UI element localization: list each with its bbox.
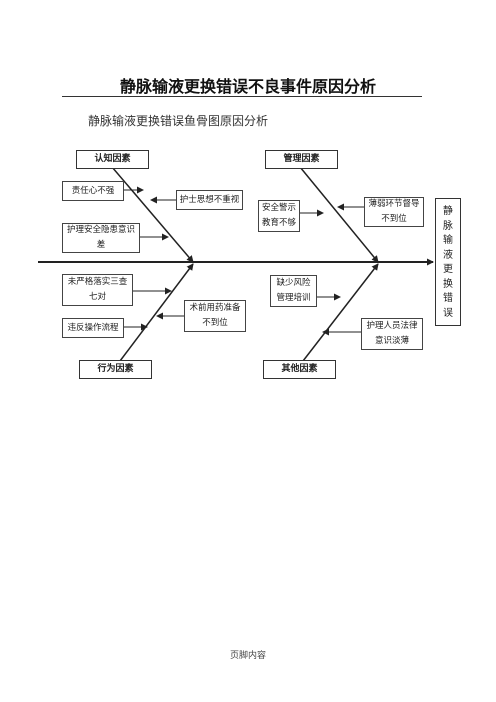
diagram-subtitle: 静脉输液更换错误鱼骨图原因分析 [88, 114, 269, 128]
category-management: 管理因素 [265, 150, 338, 169]
cause-box-b3: 违反操作流程 [62, 318, 124, 338]
result-box: 静脉输液更换错误 [435, 198, 461, 326]
cause-box-o2: 护理人员法律意识淡薄 [361, 318, 423, 350]
bone-management [299, 166, 379, 263]
cause-box-c1: 责任心不强 [62, 181, 124, 201]
cause-box-o1: 缺少风险管理培训 [270, 275, 317, 307]
category-behavior: 行为因素 [79, 360, 152, 379]
page-title: 静脉输液更换错误不良事件原因分析 [119, 77, 376, 96]
cause-box-c3: 护理安全隐患意识差 [62, 223, 140, 253]
category-other: 其他因素 [263, 360, 336, 379]
bone-other [302, 263, 379, 362]
cause-box-c2: 护士思想不重视 [176, 190, 243, 210]
title-rule [62, 96, 422, 97]
cause-box-m2: 薄弱环节督导不到位 [364, 197, 424, 227]
category-cognition: 认知因素 [76, 150, 149, 169]
bone-cognition [111, 166, 194, 263]
cause-box-b1: 未严格落实三查七对 [62, 274, 133, 306]
result-label: 静脉输液更换错误 [443, 206, 453, 319]
cause-box-m1: 安全警示教育不够 [258, 200, 300, 232]
cause-box-b2: 术前用药准备不到位 [184, 300, 246, 332]
page-footer: 页脚内容 [229, 651, 266, 661]
